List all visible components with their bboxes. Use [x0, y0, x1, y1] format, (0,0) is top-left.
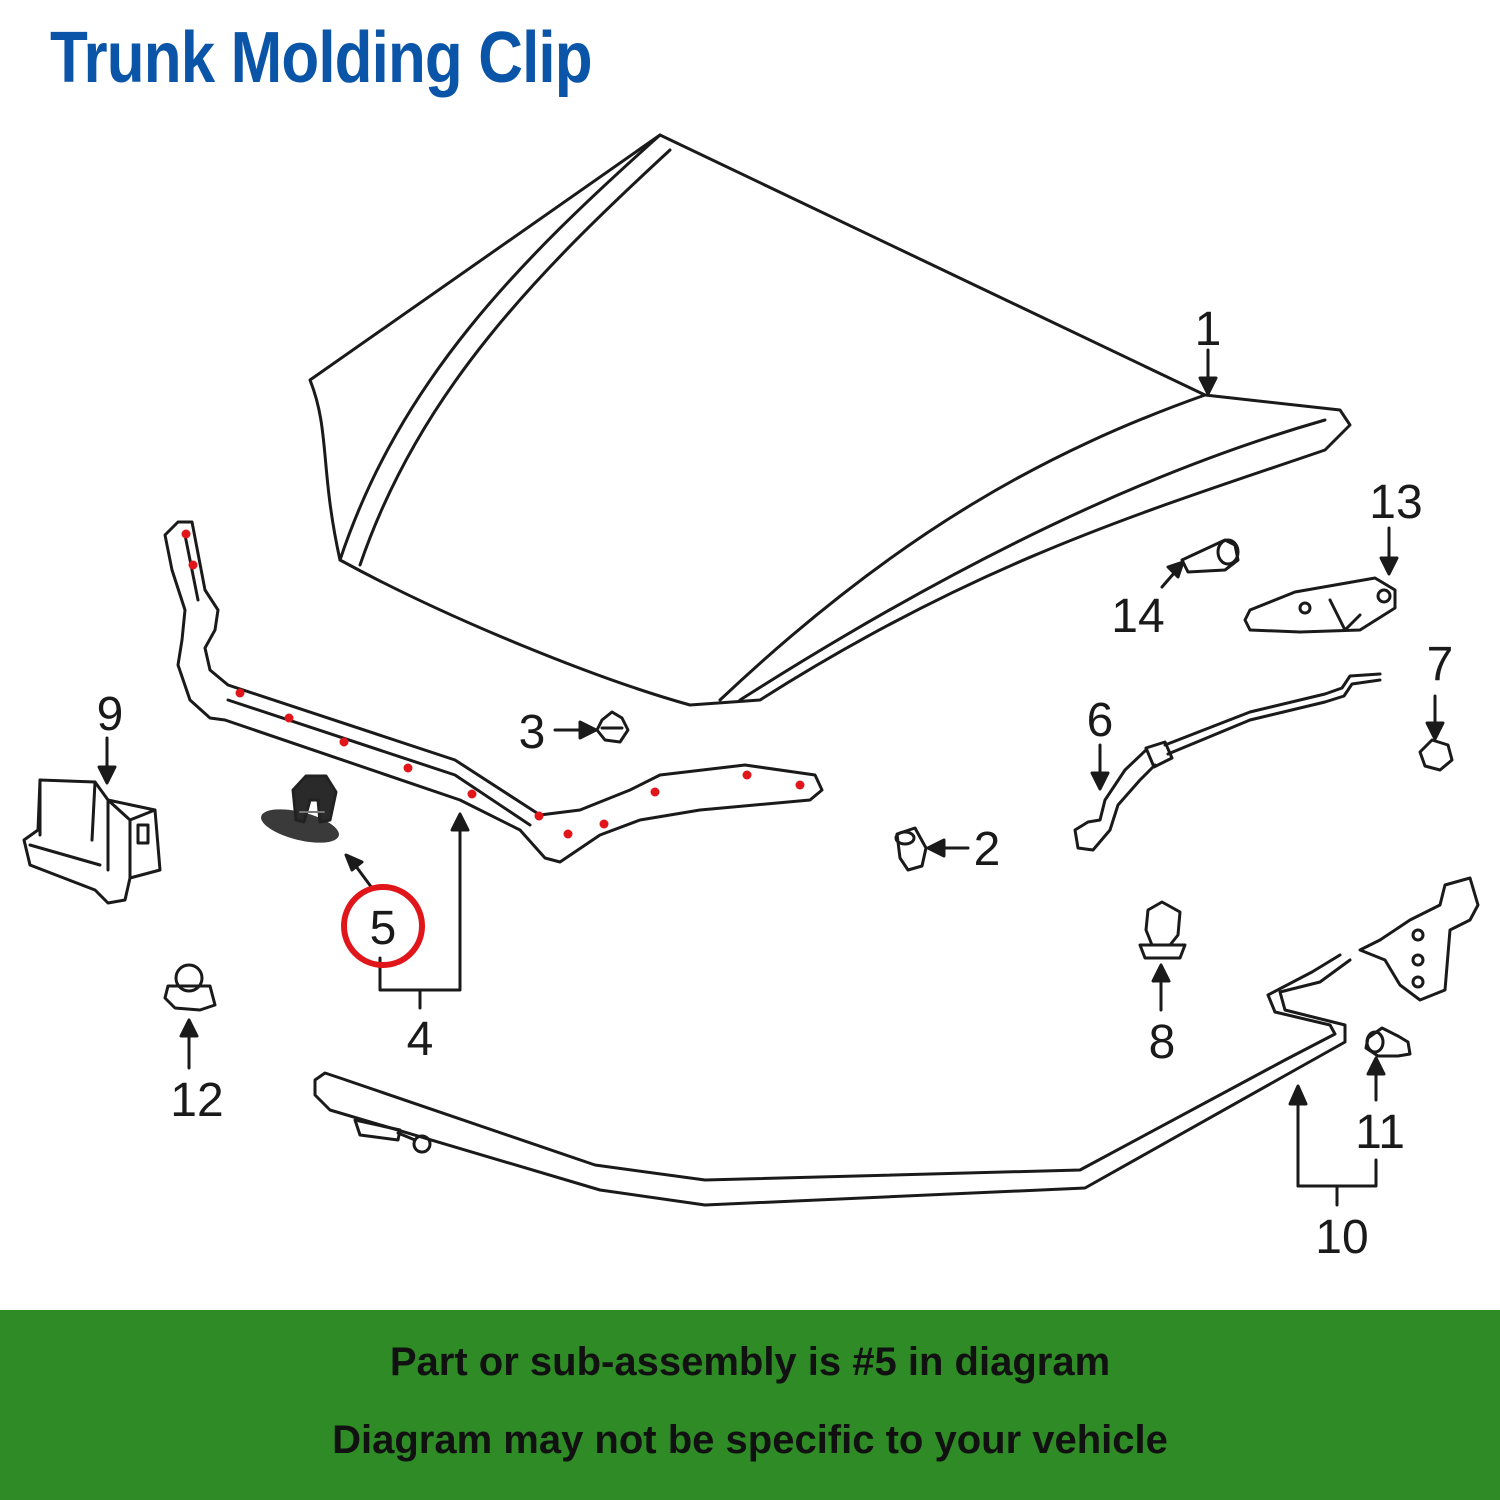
- callout-4: 4: [407, 1013, 434, 1066]
- push-clip-8: [1138, 900, 1187, 960]
- callout-12: 12: [170, 1074, 223, 1127]
- bushing-2: [894, 826, 928, 872]
- parts-diagram: 1 13 14 7 6 3 2 9 5 4 12 8 11 10: [22, 133, 1480, 1264]
- grommet-11: [1364, 1026, 1412, 1058]
- hood-panel: [308, 133, 1352, 707]
- callout-7: 7: [1427, 638, 1454, 691]
- callout-13: 13: [1369, 476, 1422, 529]
- trunk-molding-clip-part: [261, 774, 339, 843]
- callout-11: 11: [1355, 1106, 1405, 1159]
- callout-10: 10: [1315, 1211, 1368, 1264]
- callout-14: 14: [1111, 590, 1164, 643]
- prop-rod-6: [1073, 672, 1382, 852]
- callout-8: 8: [1149, 1016, 1176, 1069]
- molding-strip: [163, 520, 824, 864]
- callout-1: 1: [1195, 303, 1222, 356]
- page-title: Trunk Molding Clip: [50, 18, 593, 98]
- footer-disclaimer: Diagram may not be specific to your vehi…: [332, 1418, 1168, 1462]
- clip-3: [595, 710, 630, 744]
- molding-clip-holes: [181, 529, 805, 839]
- highlight-circle: [341, 884, 425, 968]
- callout-5: 5: [370, 902, 397, 955]
- hood-hinge-13: [1243, 576, 1397, 634]
- callout-2: 2: [974, 823, 1001, 876]
- callout-6: 6: [1087, 694, 1114, 747]
- leader-lines: [97, 348, 1445, 1207]
- release-cable-10: [313, 876, 1480, 1207]
- footer-part-note: Part or sub-assembly is #5 in diagram: [389, 1340, 1111, 1384]
- callout-3: 3: [519, 706, 546, 759]
- plug-clip-12: [163, 963, 217, 1012]
- hood-bumper-14: [1180, 538, 1240, 574]
- cap-7: [1418, 738, 1454, 772]
- latch-bracket: [22, 778, 162, 905]
- footer-banner: Part or sub-assembly is #5 in diagram Di…: [0, 1310, 1500, 1500]
- callout-9: 9: [97, 688, 124, 741]
